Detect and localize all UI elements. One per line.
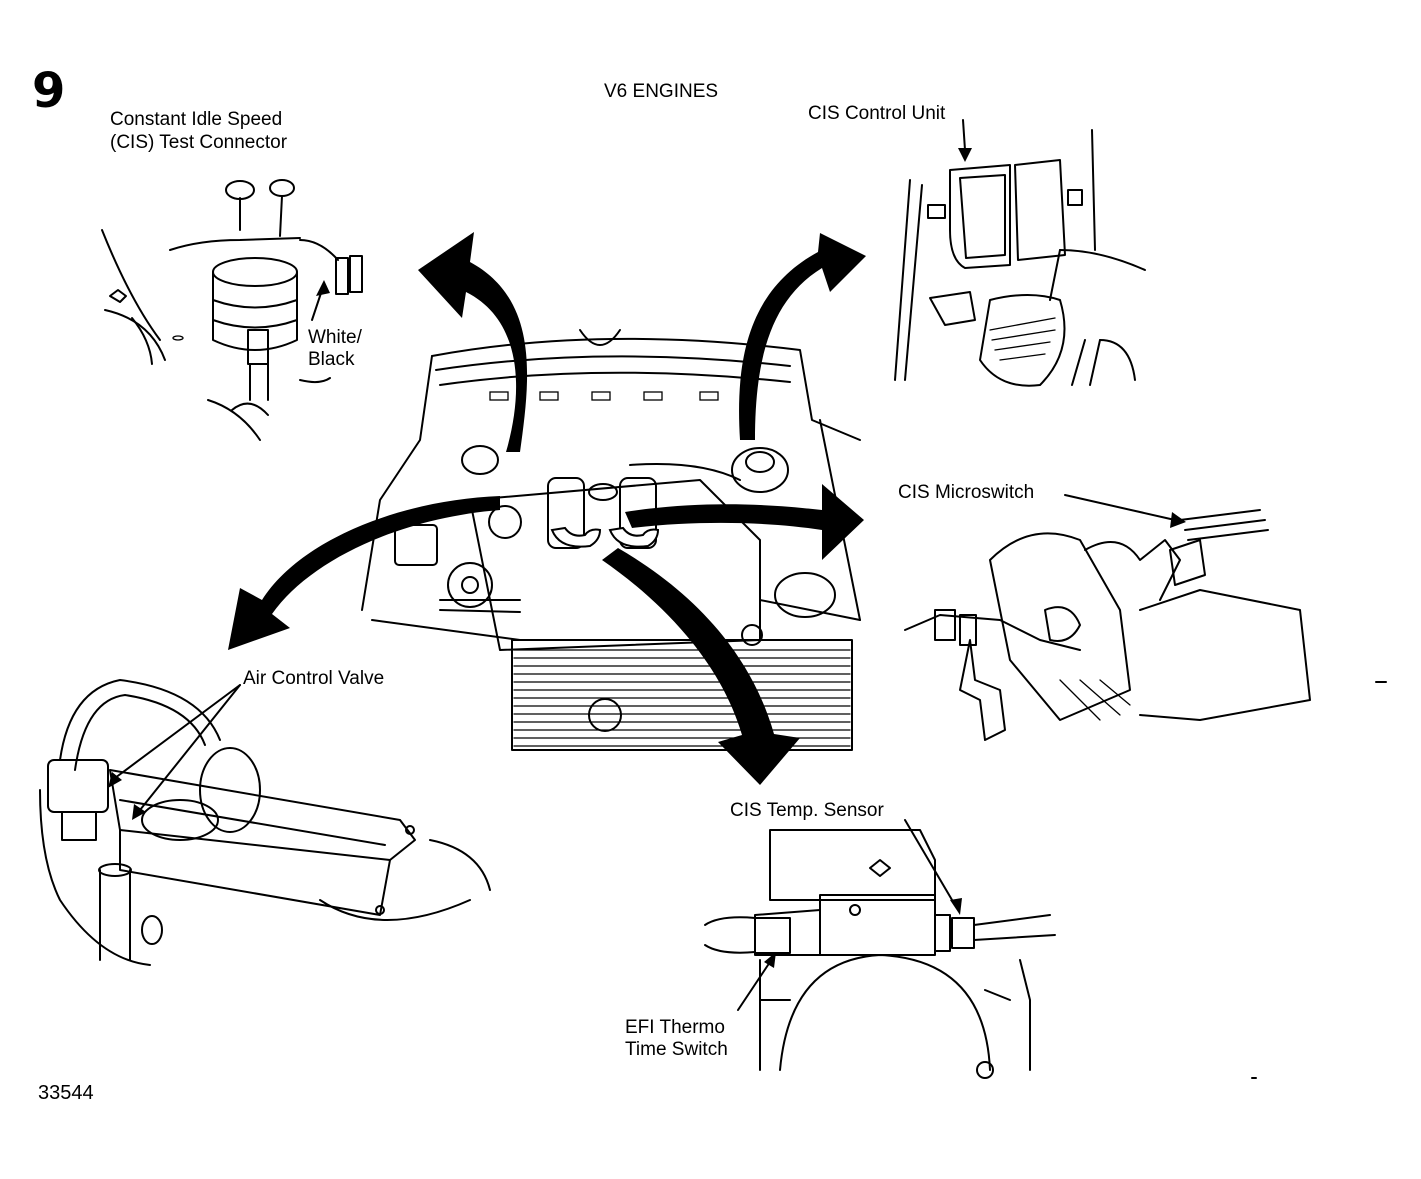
label-cis-microswitch: CIS Microswitch	[898, 482, 1035, 503]
label-white-black-line2: Black	[308, 349, 355, 370]
label-cis-test-connector-line1: Constant Idle Speed	[110, 109, 283, 130]
inset-cis-microswitch	[904, 494, 1387, 741]
inset-air-control-valve	[39, 679, 491, 966]
inset-cis-temp-sensor	[704, 819, 1257, 1079]
engine-bay-drawing	[361, 329, 861, 751]
label-cis-test-connector-line2: (CIS) Test Connector	[110, 132, 288, 153]
figure-title: V6 ENGINES	[604, 81, 719, 102]
arrow-to-cis-temp-sensor	[602, 548, 800, 785]
arrow-to-cis-control-unit	[739, 233, 866, 440]
label-cis-temp-sensor: CIS Temp. Sensor	[730, 800, 884, 821]
inset-cis-control-unit	[894, 119, 1146, 387]
label-air-control-valve: Air Control Valve	[243, 668, 385, 689]
arrow-to-cis-microswitch	[625, 484, 864, 560]
arrow-to-air-control-valve	[228, 496, 500, 650]
label-cis-control-unit: CIS Control Unit	[808, 103, 946, 124]
label-efi-thermo-line1: EFI Thermo	[625, 1017, 725, 1038]
label-white-black-line1: White/	[308, 327, 362, 348]
arrows	[228, 232, 866, 785]
label-efi-thermo-line2: Time Switch	[625, 1039, 728, 1060]
figure-number: 9	[32, 63, 66, 119]
figure-id: 33544	[38, 1082, 94, 1104]
arrow-to-cis-test-connector	[418, 232, 528, 452]
inset-cis-test-connector	[101, 179, 363, 441]
